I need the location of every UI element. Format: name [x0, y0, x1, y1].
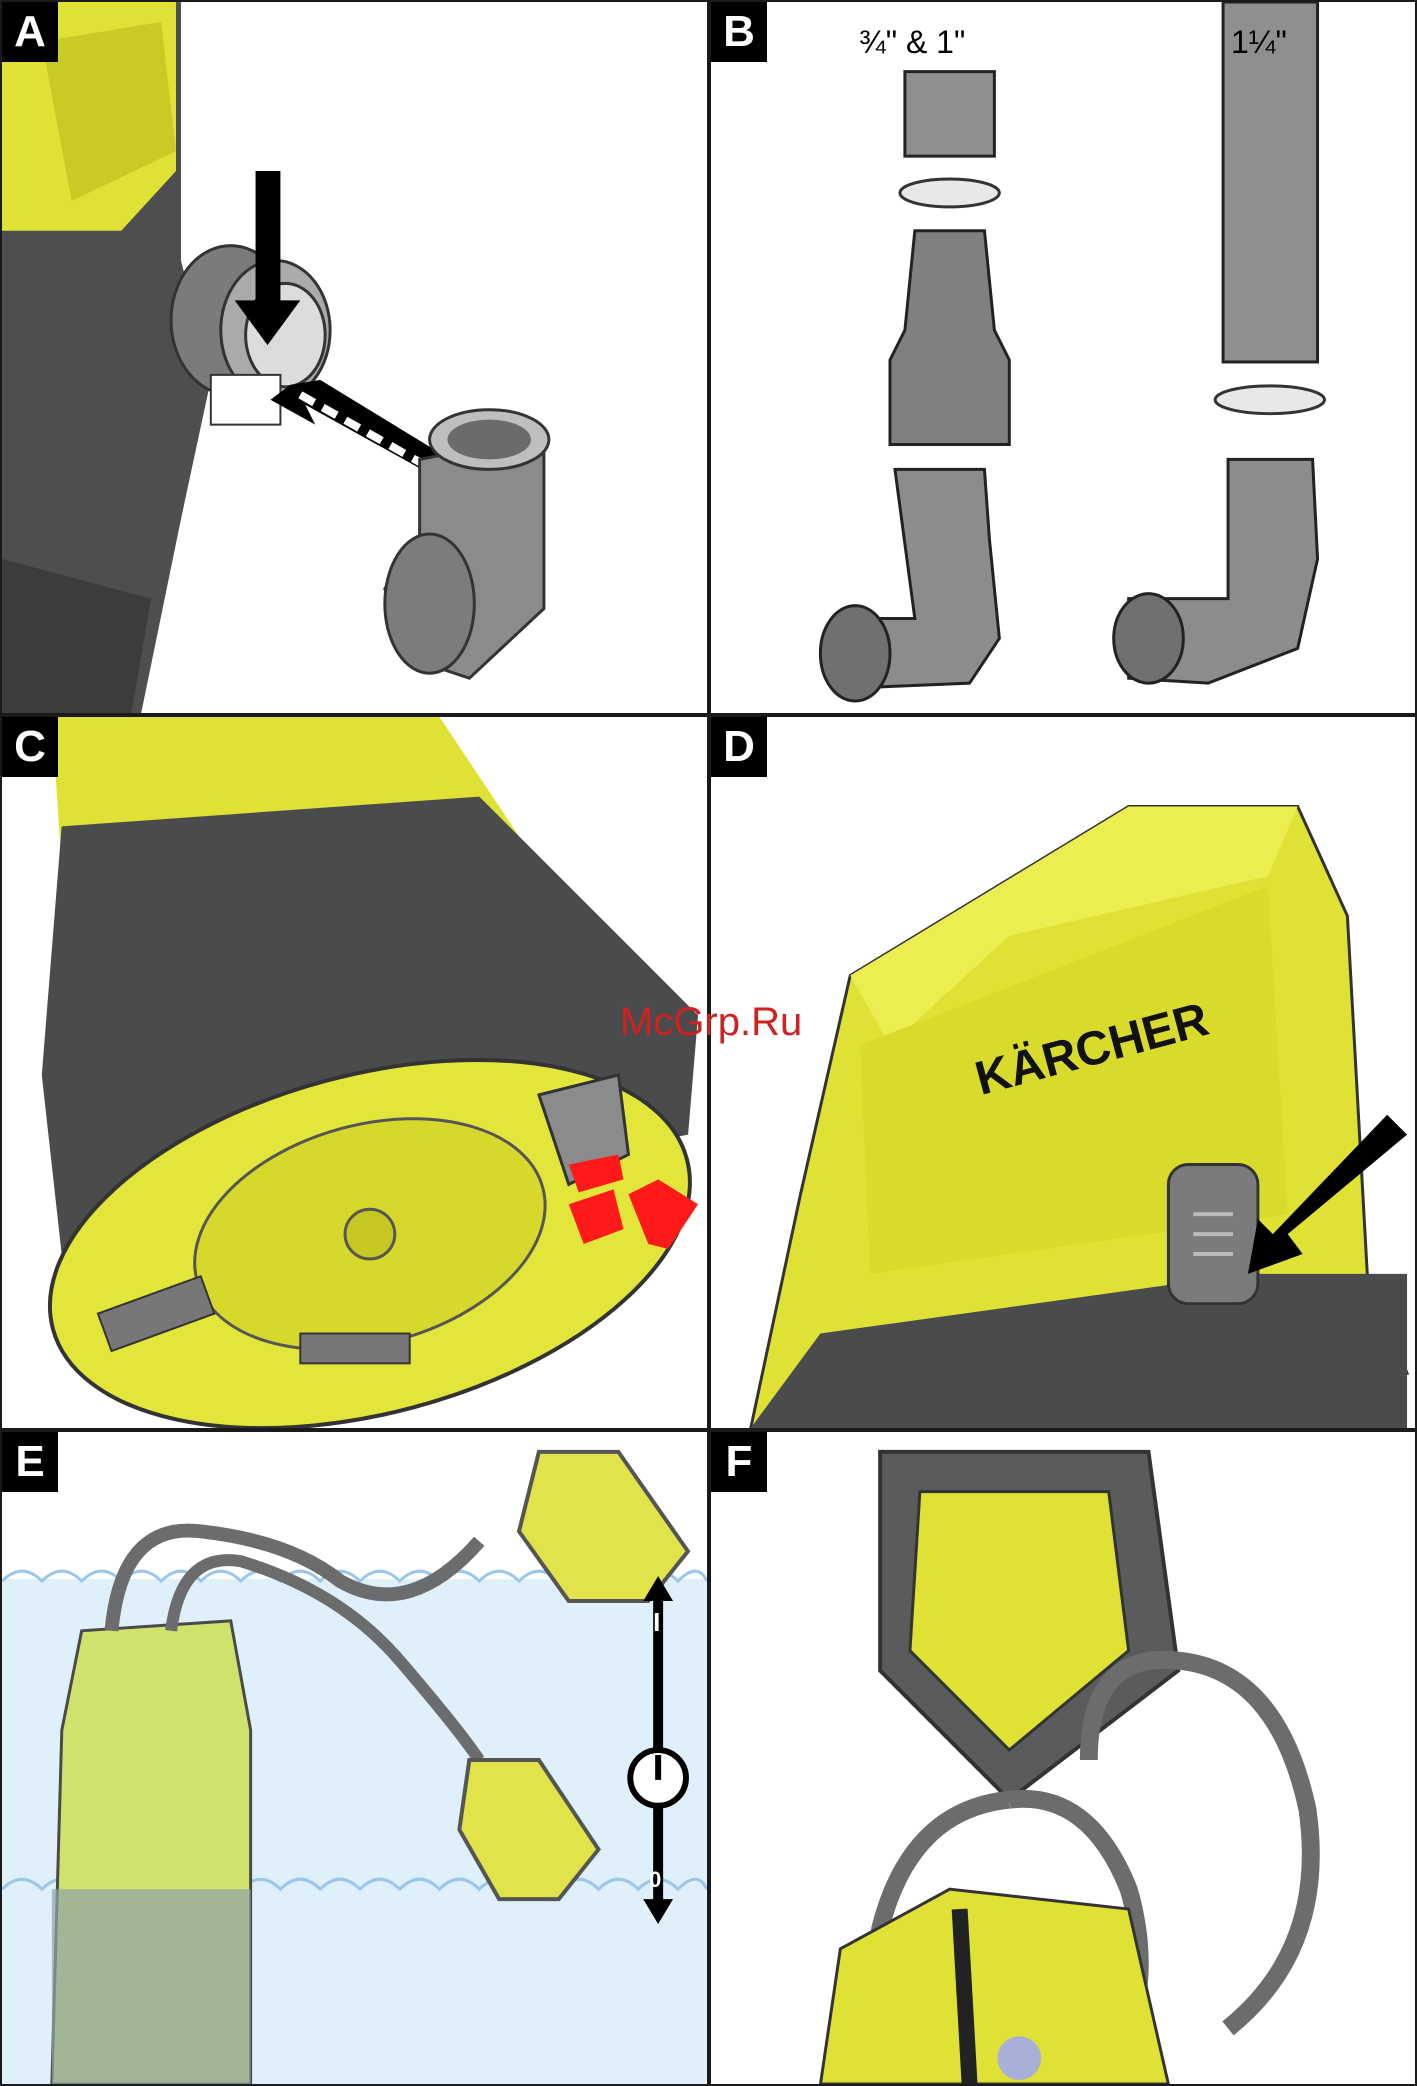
- switch-off-label: 0: [649, 1867, 661, 1892]
- panel-a-illustration: [2, 2, 707, 713]
- panel-d-label: D: [711, 717, 767, 777]
- panel-b: B ¾" & 1" 1¼": [709, 0, 1417, 715]
- panel-c-illustration: [2, 717, 707, 1428]
- panel-e: E I 0: [0, 1430, 709, 2086]
- panel-c: C: [0, 715, 709, 1430]
- panel-a: A: [0, 0, 709, 715]
- panel-a-label: A: [2, 2, 58, 62]
- panel-d: D KÄRCHER: [709, 715, 1417, 1430]
- panel-e-label: E: [2, 1432, 58, 1492]
- panel-b-label: B: [711, 2, 767, 62]
- watermark: McGrp.Ru: [620, 1000, 802, 1045]
- panel-f-illustration: [711, 1432, 1415, 2084]
- panel-b-illustration: [711, 2, 1415, 713]
- panel-e-illustration: I 0: [2, 1432, 707, 2084]
- panel-f: F: [709, 1430, 1417, 2086]
- switch-on-label: I: [653, 1609, 660, 1637]
- hose-size-large-label: 1¼": [1231, 24, 1287, 61]
- panel-d-illustration: KÄRCHER: [711, 717, 1415, 1428]
- panel-c-label: C: [2, 717, 58, 777]
- hose-size-small-label: ¾" & 1": [859, 24, 965, 61]
- panel-f-label: F: [711, 1432, 767, 1492]
